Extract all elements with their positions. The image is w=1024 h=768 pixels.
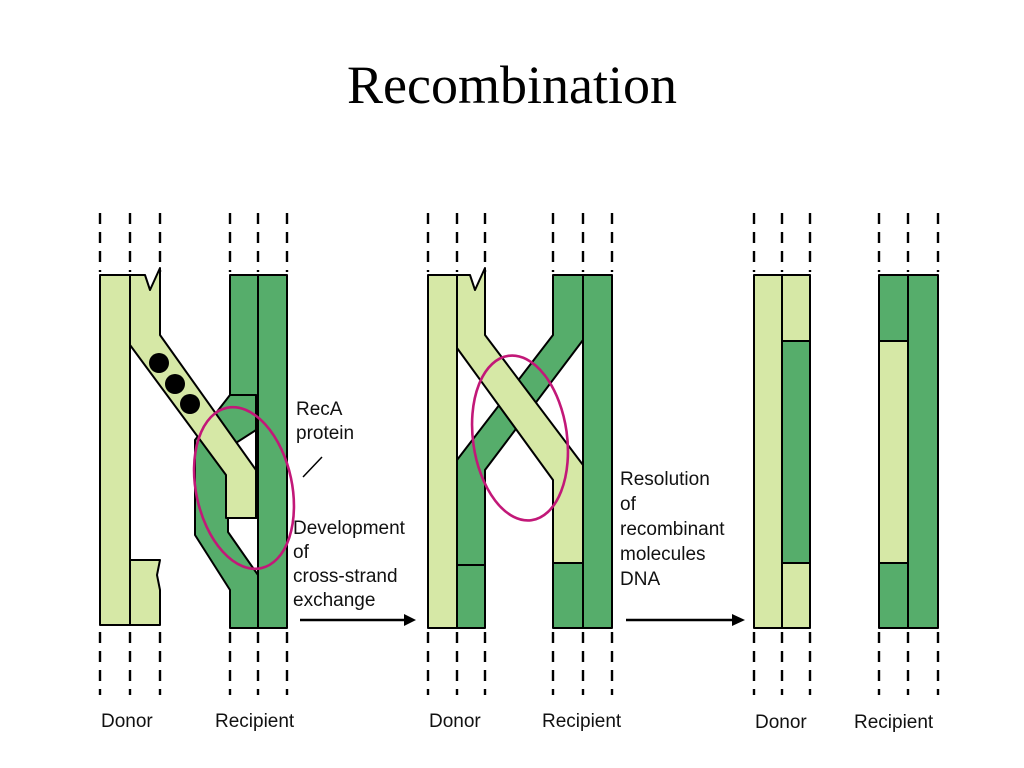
donor-outer-strand (753, 274, 783, 629)
arrow-head-1-icon (404, 614, 416, 626)
junction-highlight-ring (470, 354, 570, 522)
arrow-head-2-icon (732, 614, 745, 626)
strand-continuation-lines (426, 213, 614, 695)
heteroduplex-segment (781, 340, 811, 564)
heteroduplex-segment (878, 340, 909, 564)
step-resolution-caption: Resolution of recombinant molecules DNA (620, 469, 745, 626)
recipient-top-segment (878, 274, 909, 342)
donor-broken-strand (129, 559, 161, 626)
donor-lower-segment (552, 562, 584, 629)
donor-crossing-strand (456, 267, 584, 566)
exchange-highlight-ring (192, 405, 296, 571)
step-development-caption: Development of cross-strand exchange (293, 518, 416, 626)
recipient-label-1: Recipient (215, 711, 295, 732)
donor-invading-strand (129, 267, 257, 519)
donor-label-3: Donor (755, 712, 807, 733)
reca-pointer-line (302, 456, 323, 478)
reca-protein-icon (149, 353, 200, 414)
donor-molecule (753, 274, 811, 629)
recipient-molecule (878, 274, 939, 629)
recipient-label-2: Recipient (542, 711, 622, 732)
donor-label-1: Donor (101, 711, 153, 732)
page-title: Recombination (347, 55, 677, 115)
panel-resolved-molecules: Donor Recipient (752, 213, 940, 733)
panel-strand-invasion: RecA protein Donor Recipient (98, 213, 354, 732)
reca-label: RecA protein (296, 399, 354, 444)
development-caption: Development of cross-strand exchange (293, 518, 410, 611)
strand-continuation-lines (98, 213, 289, 695)
donor-top-segment (781, 274, 811, 342)
donor-left-strand (99, 274, 131, 626)
donor-label-2: Donor (429, 711, 481, 732)
recipient-label-3: Recipient (854, 712, 934, 733)
donor-bottom-segment (781, 562, 811, 629)
strand-continuation-lines (752, 213, 940, 695)
recipient-lower-segment (456, 564, 486, 629)
resolution-caption: Resolution of recombinant molecules DNA (620, 469, 730, 590)
recipient-bottom-segment (878, 562, 909, 629)
panel-holliday-junction: Donor Recipient (426, 213, 622, 732)
donor-outer-strand (427, 274, 458, 629)
recipient-outer-strand (582, 274, 613, 629)
recipient-outer-strand (907, 274, 939, 629)
